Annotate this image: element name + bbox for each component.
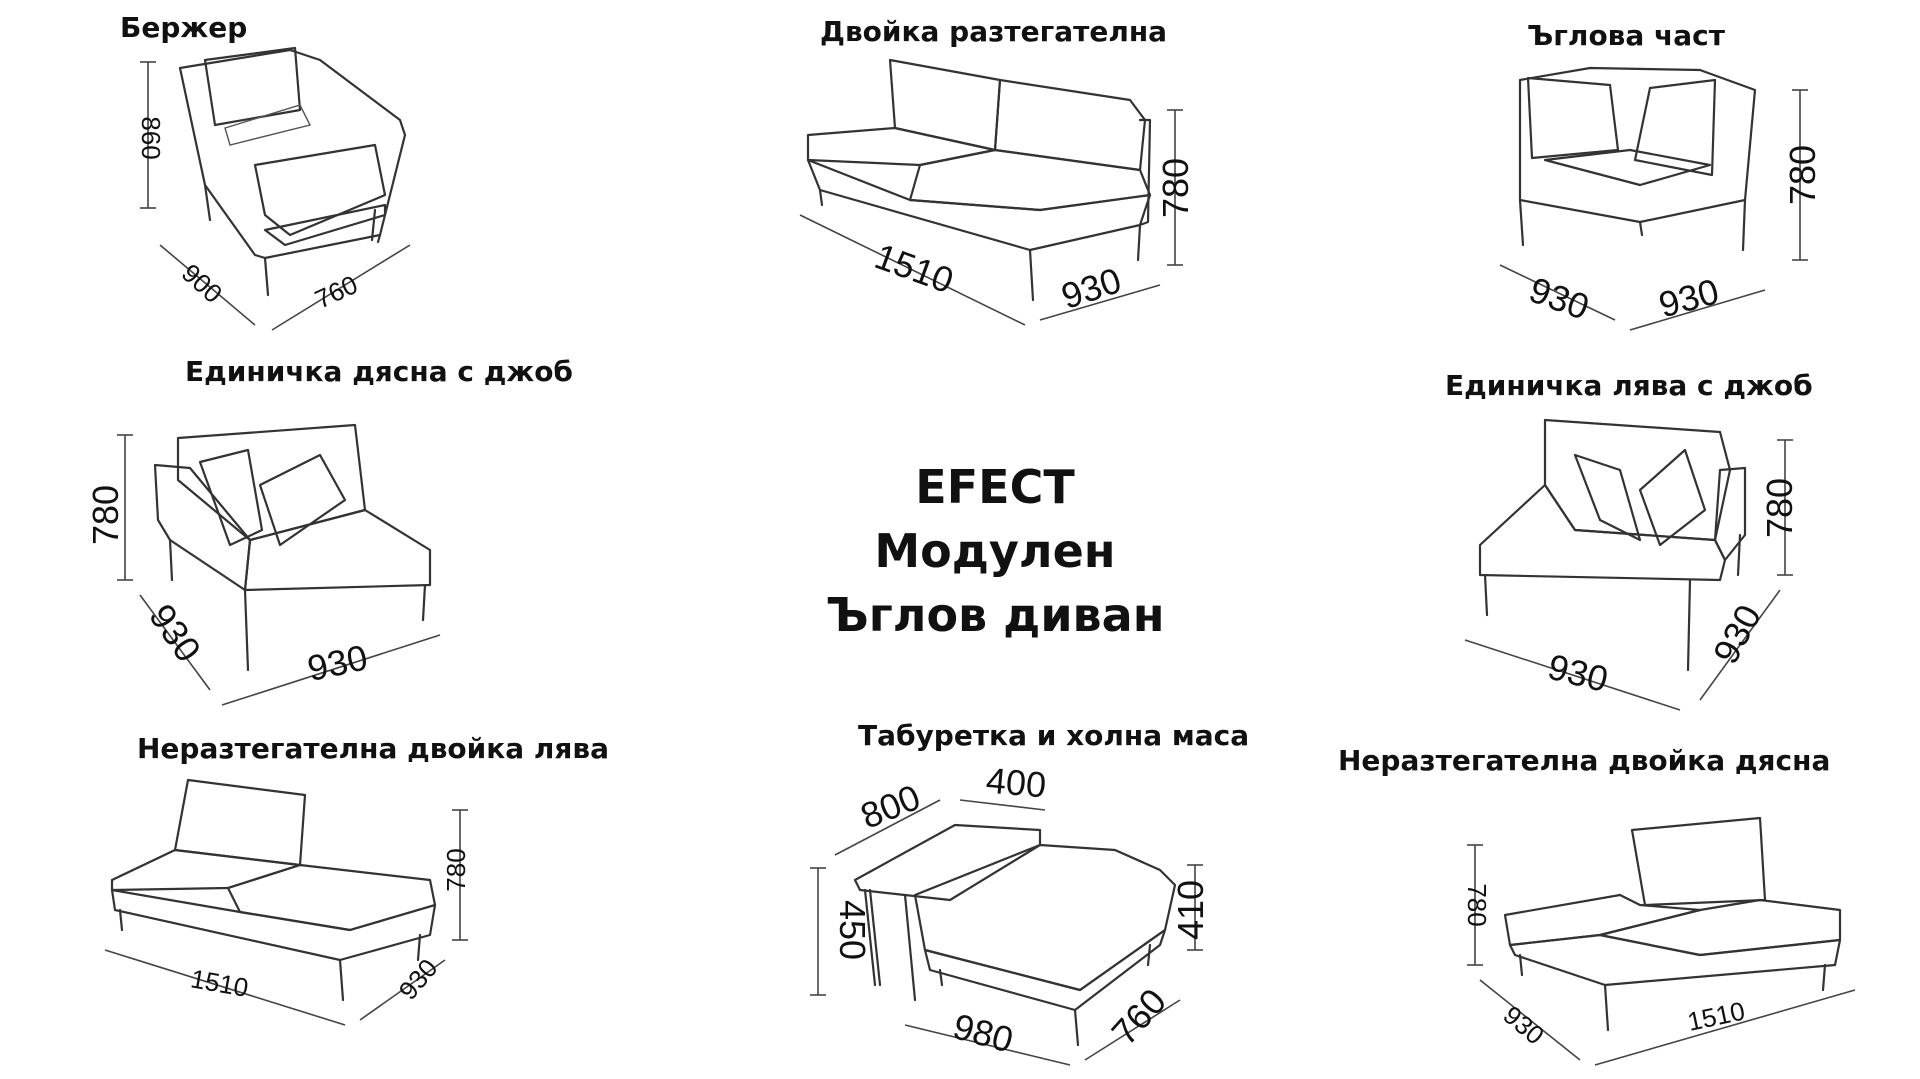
center-title-line2: Модулен xyxy=(874,524,1116,578)
dim-ed-dyasna-height: 780 xyxy=(85,485,126,545)
drawing-ed-lyava: 780 930 930 xyxy=(1464,418,1800,711)
title-aglova: Ъглова част xyxy=(1527,19,1725,52)
dim-nerazt-dyasna-depth: 930 xyxy=(1498,1000,1551,1051)
title-taburetka: Табуретка и холна маса xyxy=(858,719,1250,752)
title-nerazt-lyava: Неразтегателна двойка лява xyxy=(137,732,610,765)
dim-taburetka-table-height: 450 xyxy=(832,900,873,960)
dim-nerazt-dyasna-width: 1510 xyxy=(1685,996,1748,1037)
dim-ed-dyasna-width: 930 xyxy=(304,636,371,689)
drawing-nerazt-lyava: 1510 930 780 xyxy=(104,778,471,1026)
dim-taburetka-table-width: 400 xyxy=(984,760,1047,806)
drawing-berzher: 860 900 760 xyxy=(136,46,411,331)
title-ed-lyava: Единичка лява с джоб xyxy=(1445,369,1813,402)
dim-nerazt-lyava-width: 1510 xyxy=(188,963,250,1003)
title-berzher: Бержер xyxy=(120,11,248,44)
dim-taburetka-pouf-length: 980 xyxy=(949,1005,1018,1060)
dim-ed-lyava-depth: 930 xyxy=(1705,598,1769,670)
dim-taburetka-pouf-height: 410 xyxy=(1170,880,1211,940)
dim-berzher-width: 760 xyxy=(310,269,362,315)
dim-dvoyka-height: 780 xyxy=(1155,158,1196,218)
dim-nerazt-lyava-depth: 930 xyxy=(393,953,444,1006)
title-ed-dyasna: Единичка дясна с джоб xyxy=(185,355,573,388)
dim-dvoyka-width: 1510 xyxy=(870,235,959,301)
drawing-aglova: 930 930 780 xyxy=(1499,66,1823,331)
center-title-brand: EFECT xyxy=(915,460,1075,514)
dim-dvoyka-depth: 930 xyxy=(1056,259,1126,317)
drawing-ed-dyasna: 780 930 930 xyxy=(85,423,441,706)
dim-berzher-height: 860 xyxy=(136,116,166,159)
drawing-taburetka: 800 400 450 410 980 760 xyxy=(810,760,1211,1066)
dim-aglova-side2: 930 xyxy=(1654,270,1723,325)
drawing-nerazt-dyasna: 780 930 1510 xyxy=(1462,816,1856,1066)
dim-aglova-height: 780 xyxy=(1782,145,1823,205)
center-title: EFECT Модулен Ъглов диван xyxy=(745,455,1245,647)
dim-taburetka-table-length: 800 xyxy=(855,776,926,837)
dim-nerazt-dyasna-height: 780 xyxy=(1462,883,1492,926)
dim-aglova-side1: 930 xyxy=(1524,269,1594,328)
drawing-dvoyka: 1510 930 780 xyxy=(799,58,1196,326)
dim-nerazt-lyava-height: 780 xyxy=(441,848,471,891)
dim-ed-lyava-height: 780 xyxy=(1759,478,1800,538)
title-nerazt-dyasna: Неразтегателна двойка дясна xyxy=(1338,744,1831,777)
title-dvoyka: Двойка разтегателна xyxy=(820,15,1168,48)
center-title-line3: Ъглов диван xyxy=(825,588,1165,642)
dim-ed-lyava-width: 930 xyxy=(1544,646,1612,700)
dim-ed-dyasna-depth: 930 xyxy=(141,596,209,669)
